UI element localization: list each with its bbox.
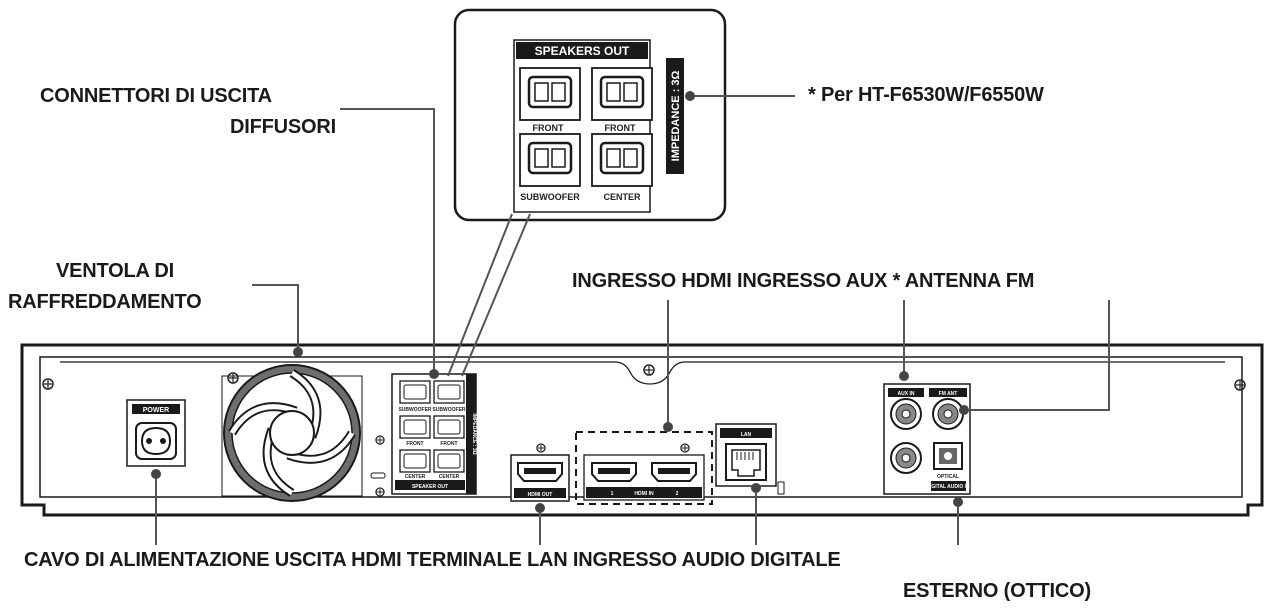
speaker-port-label: FRONT bbox=[440, 441, 457, 447]
speaker-terminal[interactable] bbox=[399, 415, 431, 439]
ground-icon bbox=[777, 481, 785, 495]
digital-audio-in-label: DIGITAL AUDIO IN bbox=[926, 484, 970, 490]
hdmi-aux-fm-label: INGRESSO HDMI INGRESSO AUX * ANTENNA FM bbox=[572, 270, 1035, 292]
optical-input-port[interactable] bbox=[933, 442, 963, 470]
speaker-out-label: SPEAKER OUT bbox=[412, 484, 448, 490]
callout-port-label: FRONT bbox=[533, 123, 564, 133]
speaker-terminal[interactable] bbox=[433, 415, 465, 439]
optical-label: OPTICAL bbox=[937, 474, 959, 480]
front-left-terminal[interactable] bbox=[519, 67, 581, 121]
center-terminal[interactable] bbox=[591, 133, 653, 187]
speaker-terminal[interactable] bbox=[399, 380, 431, 404]
speaker-port-label: SUBWOOFER bbox=[432, 407, 465, 413]
hdmi-out-label: HDMI OUT bbox=[528, 492, 553, 498]
lan-label: LAN bbox=[741, 432, 752, 438]
fm-ant-label: FM ANT bbox=[939, 391, 958, 397]
bottom-connectors-label-line2: ESTERNO (OTTICO) bbox=[903, 580, 1091, 602]
screw-icon bbox=[643, 364, 655, 376]
speaker-port-label: FRONT bbox=[406, 441, 423, 447]
cooling-fan bbox=[221, 364, 363, 502]
aux-fm-optical-block: AUX IN FM ANT OPTICAL DIGITAL AUDIO IN bbox=[883, 383, 971, 495]
screw-icon bbox=[680, 443, 690, 453]
screw-icon bbox=[536, 443, 546, 453]
callout-port-label: FRONT bbox=[605, 123, 636, 133]
speaker-impedance-label: IMPEDANCE : 3Ω bbox=[471, 413, 477, 454]
speaker-terminal[interactable] bbox=[433, 449, 465, 473]
hdmi-in-port-2[interactable] bbox=[651, 462, 697, 482]
speaker-port-label: SUBWOOFER bbox=[398, 407, 431, 413]
screw-icon bbox=[375, 487, 385, 497]
speaker-port-label: CENTER bbox=[405, 474, 426, 480]
fm-antenna-jack[interactable] bbox=[932, 398, 964, 430]
speaker-callout: SPEAKERS OUT IMPEDANCE : 3Ω FRONT bbox=[453, 8, 727, 222]
callout-port-label: SUBWOOFER bbox=[520, 192, 580, 202]
speaker-terminal[interactable] bbox=[399, 449, 431, 473]
aux-in-label: AUX IN bbox=[898, 391, 915, 397]
lan-port[interactable]: LAN bbox=[715, 423, 777, 487]
speaker-connectors-label-line2: DIFFUSORI bbox=[230, 116, 336, 138]
subwoofer-terminal[interactable] bbox=[519, 133, 581, 187]
speaker-connectors-label-line1: CONNETTORI DI USCITA bbox=[40, 85, 272, 107]
fan-label-line2: RAFFREDDAMENTO bbox=[8, 291, 202, 313]
aux-in-jack-l[interactable] bbox=[890, 398, 922, 430]
callout-port-label: CENTER bbox=[603, 192, 641, 202]
hdmi-in-port-number: 2 bbox=[676, 491, 679, 497]
power-inlet: POWER bbox=[126, 399, 186, 467]
screw-icon bbox=[1234, 379, 1246, 391]
aux-in-jack-r[interactable] bbox=[890, 442, 922, 474]
model-note-label: * Per HT-F6530W/F6550W bbox=[808, 84, 1044, 106]
screw-icon bbox=[42, 378, 54, 390]
fan-label-line1: VENTOLA DI bbox=[56, 260, 175, 282]
slot-icon bbox=[370, 472, 386, 479]
screw-icon bbox=[227, 372, 239, 384]
speaker-terminal[interactable] bbox=[433, 380, 465, 404]
hdmi-in-label: HDMI IN bbox=[634, 491, 654, 497]
front-right-terminal[interactable] bbox=[591, 67, 653, 121]
speaker-out-block: SPEAKER OUT IMPEDANCE : 3Ω SUBWOOFER SUB… bbox=[391, 373, 477, 495]
callout-impedance: IMPEDANCE : 3Ω bbox=[670, 70, 682, 161]
hdmi-in-port-1[interactable] bbox=[591, 462, 637, 482]
hdmi-in-group: HDMI IN 1 2 bbox=[575, 431, 713, 505]
leader-lines bbox=[151, 91, 1110, 545]
speaker-port-label: CENTER bbox=[439, 474, 460, 480]
power-label: POWER bbox=[143, 407, 169, 414]
screw-icon bbox=[375, 435, 385, 445]
callout-title: SPEAKERS OUT bbox=[535, 44, 630, 58]
bottom-connectors-label: CAVO DI ALIMENTAZIONE USCITA HDMI TERMIN… bbox=[24, 549, 841, 571]
hdmi-out-port[interactable]: HDMI OUT bbox=[510, 454, 570, 502]
hdmi-in-port-number: 1 bbox=[611, 491, 614, 497]
